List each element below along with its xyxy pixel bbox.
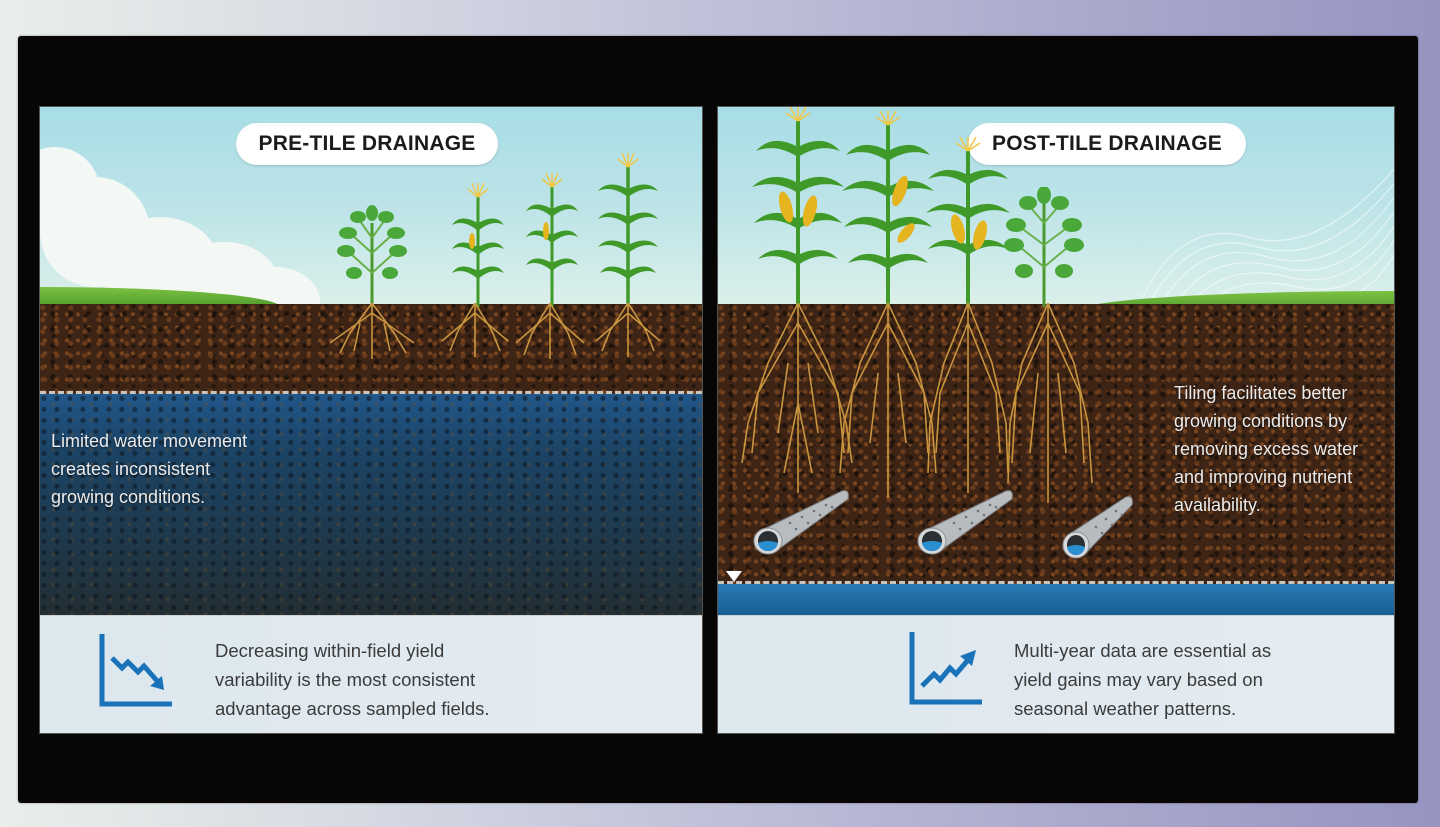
post-tile-caption: Multi-year data are essential as yield g… [1014,640,1272,719]
panel-title: PRE-TILE DRAINAGE [236,123,498,165]
shallow-roots [329,303,661,359]
corn-plant-icon [842,111,934,307]
soil-layer [40,304,702,396]
chart-trend-up-icon [909,632,982,705]
pre-tile-caption: Decreasing within-field yield variabilit… [215,640,490,719]
water-table-line [718,581,1394,584]
pre-tile-description: Limited water movement creates inconsist… [51,431,248,507]
soybean-plant-icon [337,205,407,307]
corn-plant-icon [452,183,504,307]
soybean-plant-icon [1004,187,1084,307]
soil-layer [718,304,1394,586]
tile-pipe-icon [1062,496,1133,559]
corn-plant-icon [752,107,844,307]
pre-tile-panel: PRE-TILE DRAINAGE [39,106,703,734]
saturated-water-zone [40,394,702,616]
corn-plant-icon [926,137,1010,307]
corn-plant-icon [526,173,578,307]
post-tile-panel: POST-TILE DRAINAGE [717,106,1395,734]
post-tile-caption-bar: Multi-year data are essential as yield g… [718,615,1394,733]
post-tile-description: Tiling facilitates better growing condit… [1174,383,1359,515]
pre-tile-caption-bar: Decreasing within-field yield variabilit… [40,615,702,733]
deep-roots [741,303,1093,503]
lowered-water-table [718,584,1394,617]
corn-plant-icon [598,153,658,307]
water-table-line [40,391,702,394]
chart-trend-down-icon [99,634,172,707]
panel-title: POST-TILE DRAINAGE [968,123,1246,165]
infographic-frame: PRE-TILE DRAINAGE [18,36,1418,803]
wind-lines-decoration [1138,168,1394,307]
water-table-marker-icon [726,571,742,582]
tile-pipe-icon [917,490,1013,555]
tile-pipe-icon [753,490,849,555]
